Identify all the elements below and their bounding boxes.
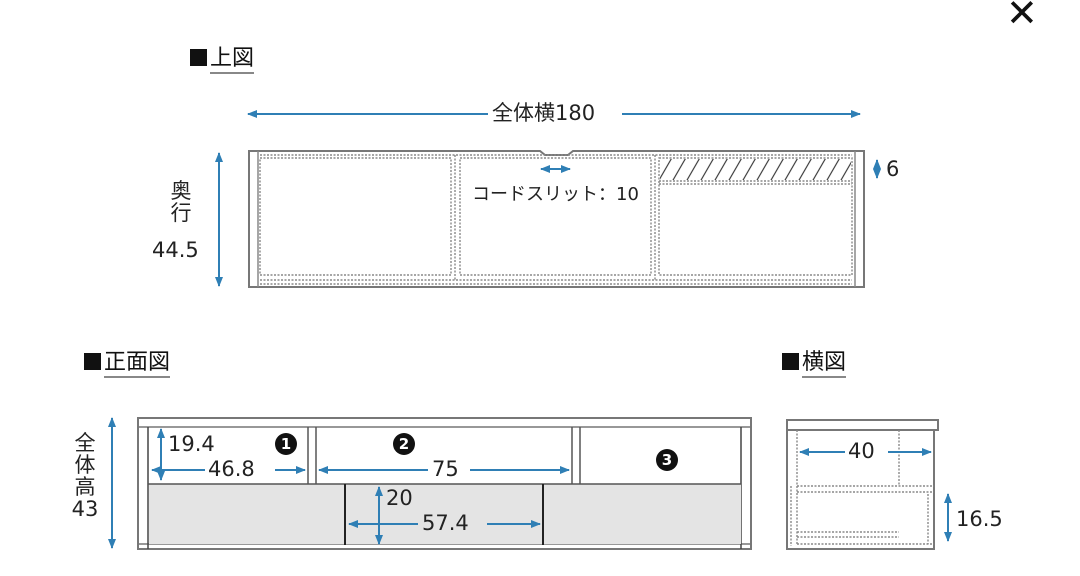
drawer1-width: 46.8 [208,457,255,481]
square-bullet-icon [782,353,799,370]
side-view-heading: 横図 [782,344,847,378]
depth-value: 44.5 [152,238,199,262]
inner-depth-value: 40 [848,439,875,463]
slit-depth-value: 6 [886,157,900,181]
square-bullet-icon [84,353,101,370]
drawer2-badge: 2 [393,433,415,455]
drawer3-badge: 3 [656,449,678,471]
overall-height-label: 全 体 高 43 [71,431,99,522]
drawer2-width: 75 [432,457,459,481]
square-bullet-icon [190,49,207,66]
top-view-heading: 上図 [190,40,255,74]
shelf-height: 20 [386,486,413,510]
overall-width-label: 全体横180 [492,101,596,125]
close-button[interactable]: ✕ [1006,0,1038,32]
front-view-heading: 正面図 [84,344,171,378]
close-icon: ✕ [1006,0,1038,35]
depth-label: 奥 行 [170,179,192,226]
lower-height-value: 16.5 [956,507,1003,531]
cord-slit-label: コードスリット：10 [472,184,639,205]
drawer1-badge: 1 [275,433,297,455]
drawer1-height: 19.4 [168,432,215,456]
shelf-width: 57.4 [422,511,469,535]
